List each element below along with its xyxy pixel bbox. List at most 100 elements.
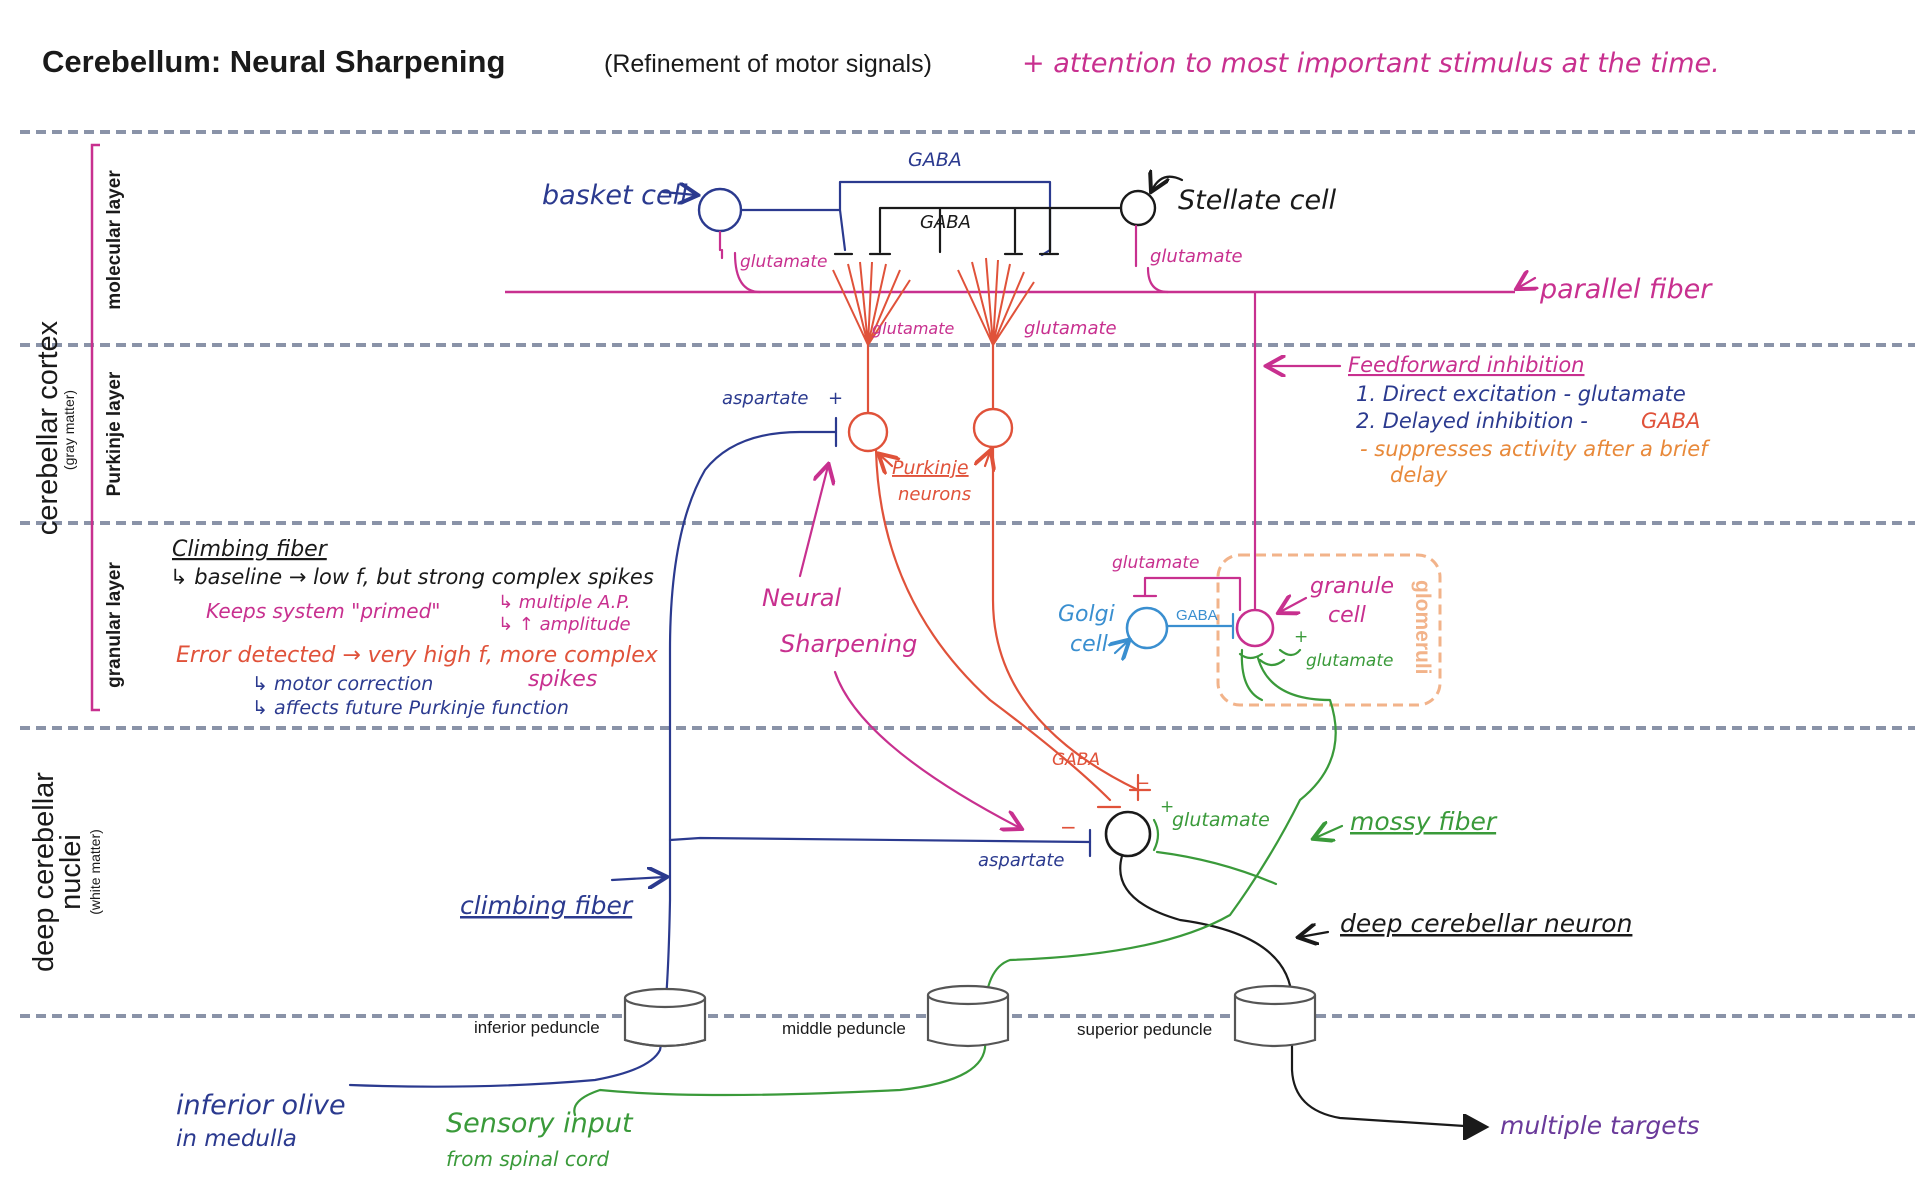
inferior-peduncle-cylinder <box>623 987 707 1048</box>
deep-neuron-label: deep cerebellar neuron <box>1340 909 1632 938</box>
inferior-olive-sub: in medulla <box>176 1126 297 1152</box>
region-cerebellar-cortex: cerebellar cortex <box>32 320 64 535</box>
region-white-matter: (white matter) <box>87 829 103 915</box>
granule-glut-plus: + <box>1294 627 1308 647</box>
aspartate-top-plus: + <box>828 388 843 409</box>
climbing-fiber-branch-deep <box>668 836 1092 844</box>
climbing-notes-1: ↳ baseline → low f, but strong complex s… <box>170 565 654 589</box>
feedforward-2: 2. Delayed inhibition - <box>1356 409 1588 433</box>
title-note: + attention to most important stimulus a… <box>1022 48 1720 79</box>
granule-cell-label-2: cell <box>1328 603 1366 628</box>
gaba-deep-minus: − <box>1135 773 1150 794</box>
basket-cell-label: basket cell <box>542 180 688 211</box>
golgi-to-granule <box>1165 612 1235 640</box>
mossy-fiber-path <box>573 656 1337 1117</box>
granule-cell-arrow <box>1280 598 1308 612</box>
gaba-deep-minus-2: − <box>1060 815 1077 839</box>
granule-cell <box>1235 608 1275 648</box>
climbing-fiber-label: climbing fiber <box>460 891 634 920</box>
feedforward-1: 1. Direct excitation - glutamate <box>1356 382 1686 406</box>
glomeruli-box <box>1216 553 1442 707</box>
purkinje-cell-2 <box>972 407 1014 449</box>
glutamate-p1-label: glutamate <box>872 319 954 338</box>
superior-peduncle-label: superior peduncle <box>1077 1020 1212 1039</box>
region-deep-nuclei-1: deep cerebellar <box>28 772 60 972</box>
deep-neuron-arrow <box>1300 932 1330 937</box>
glutamate-granule-label: glutamate <box>1306 651 1393 671</box>
glutamate-stellate-label: glutamate <box>1150 246 1243 267</box>
climbing-notes-4: Keeps system "primed" <box>206 599 441 623</box>
deep-cerebellar-neuron <box>1104 810 1152 858</box>
purkinje-cell-1 <box>847 411 889 453</box>
mossy-fiber-granule-branch <box>1240 648 1264 702</box>
stellate-gaba-axon <box>878 206 1123 254</box>
glomeruli-label: glomeruli <box>1411 580 1434 675</box>
purkinje-label-2: neurons <box>898 484 971 505</box>
golgi-glutamate-input <box>1132 576 1242 612</box>
climbing-notes-2: ↳ multiple A.P. <box>498 592 631 613</box>
cortex-bracket <box>90 143 100 712</box>
region-deep-nuclei-2: nuclei <box>55 834 87 910</box>
neural-sharpening-up-arrow <box>798 466 828 578</box>
granule-cell-label-1: granule <box>1310 574 1394 599</box>
diagram-subtitle: (Refinement of motor signals) <box>604 50 932 78</box>
error-notes-1: Error detected → very high f, more compl… <box>176 643 659 668</box>
aspartate-top-label: aspartate <box>722 388 808 409</box>
purkinje-label-1: Purkinje <box>892 457 969 479</box>
feedforward-3b: delay <box>1390 463 1448 487</box>
basket-cell <box>697 187 743 233</box>
neural-sharpening-down-arrow <box>833 670 1020 828</box>
gaba-deep-label: GABA <box>1052 750 1100 770</box>
climbing-notes-3: ↳ ↑ amplitude <box>498 614 631 635</box>
middle-peduncle-cylinder <box>926 984 1010 1048</box>
mossy-fiber-deep-branch <box>1155 850 1278 886</box>
deep-neuron-axon <box>1119 854 1482 1129</box>
mossy-fiber-label: mossy fiber <box>1350 807 1498 836</box>
climbing-fiber-arrow <box>610 877 665 880</box>
granule-glut-synapses <box>1238 648 1302 667</box>
inferior-olive-label: inferior olive <box>176 1090 346 1121</box>
error-notes-3: ↳ motor correction <box>252 673 433 695</box>
multiple-targets-label: multiple targets <box>1500 1111 1700 1140</box>
golgi-cell <box>1125 606 1169 650</box>
glutamate-golgi-label: glutamate <box>1112 553 1199 573</box>
basket-cell-arrow <box>661 192 696 195</box>
sensory-input-sub: from spinal cord <box>446 1147 609 1171</box>
purkinje-axon-1 <box>874 448 1112 802</box>
region-molecular-layer: molecular layer <box>104 170 125 310</box>
neural-sharpening-label-1: Neural <box>762 584 842 612</box>
stellate-cell-label: Stellate cell <box>1178 185 1337 216</box>
aspartate-deep-label: aspartate <box>978 850 1064 871</box>
error-notes-4: ↳ affects future Purkinje function <box>252 697 569 719</box>
region-purkinje-layer: Purkinje layer <box>104 371 125 496</box>
purkinje-dendrites-2 <box>957 257 1035 346</box>
sensory-input-label: Sensory input <box>446 1108 634 1139</box>
golgi-cell-arrow <box>1115 641 1128 653</box>
middle-peduncle-label: middle peduncle <box>782 1019 906 1038</box>
superior-peduncle-cylinder <box>1233 984 1317 1048</box>
gaba-golgi-label: GABA <box>1176 607 1218 624</box>
feedforward-3: - suppresses activity after a brief <box>1360 437 1711 461</box>
purkinje-label-arrow-1 <box>880 455 892 466</box>
region-gray-matter: (gray matter) <box>61 390 77 470</box>
gaba-top-label: GABA <box>908 149 962 171</box>
stellate-cell <box>1119 189 1157 227</box>
feedforward-title: Feedforward inhibition <box>1348 353 1585 377</box>
glutamate-deep-label: glutamate <box>1172 809 1270 831</box>
parallel-fiber-label: parallel fiber <box>1539 274 1713 305</box>
glutamate-p2-label: glutamate <box>1024 318 1117 339</box>
deep-neuron-glutamate-synapse <box>1152 818 1160 852</box>
purkinje-axon-2 <box>991 445 1140 792</box>
basket-glutamate-bar <box>718 230 724 260</box>
parallel-fiber-arrow <box>1518 278 1535 288</box>
basket-gaba-axon <box>739 180 1052 257</box>
golgi-cell-label-2: cell <box>1070 632 1108 657</box>
stellate-cell-arrow <box>1152 177 1184 190</box>
region-granular-layer: granular layer <box>104 562 125 688</box>
glutamate-basket-label: glutamate <box>740 252 827 272</box>
purkinje-dendrites-1 <box>832 261 911 346</box>
deep-glut-plus: + <box>1160 797 1174 817</box>
neural-sharpening-label-2: Sharpening <box>780 630 917 658</box>
gaba-mid-label: GABA <box>920 212 971 233</box>
